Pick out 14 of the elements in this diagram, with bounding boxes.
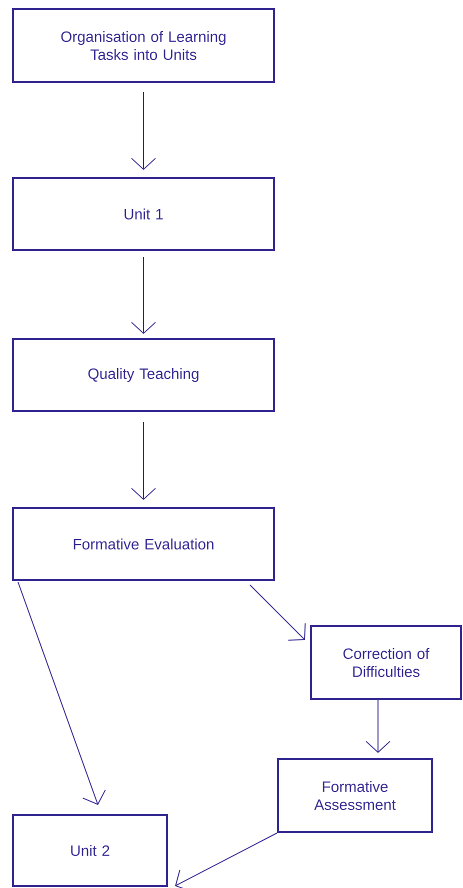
process-box: Unit 2 — [12, 814, 168, 887]
process-box: Correction of Difficulties — [310, 625, 462, 700]
arrow — [131, 422, 156, 500]
arrow — [131, 256, 156, 334]
arrow — [131, 92, 156, 170]
process-box: Unit 1 — [12, 177, 275, 251]
arrow — [250, 584, 306, 641]
process-box: Quality Teaching — [12, 338, 275, 412]
process-box: Formative Assessment — [277, 758, 433, 833]
process-box: Formative Evaluation — [12, 507, 275, 581]
process-box: Organisation of Learning Tasks into Units — [12, 8, 275, 83]
arrow — [18, 582, 106, 805]
arrow — [175, 832, 278, 888]
arrow — [366, 700, 390, 753]
